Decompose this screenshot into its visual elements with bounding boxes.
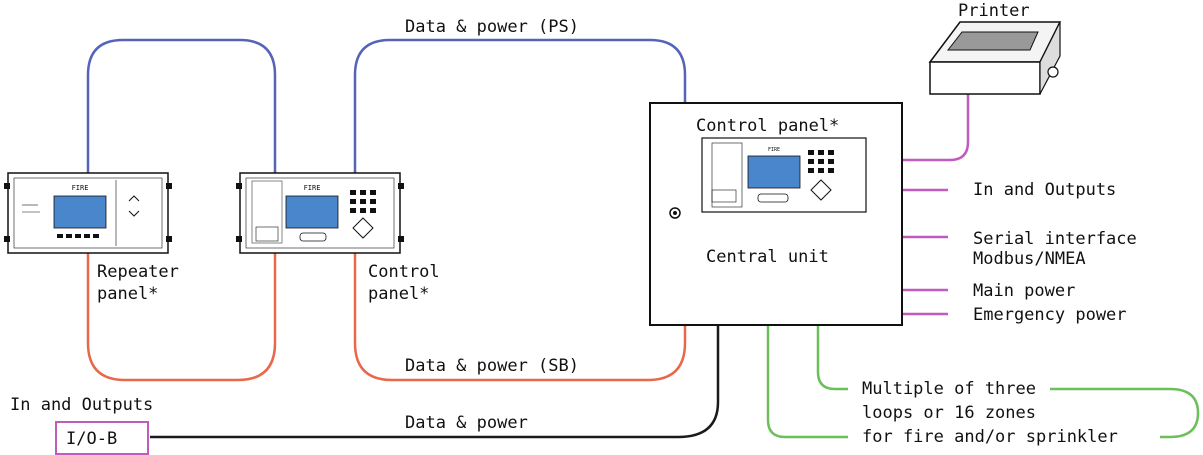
label-control-line2: panel*: [368, 284, 429, 304]
printer-icon: [928, 21, 1062, 95]
io-b-box: [55, 421, 149, 455]
ps-link-repeater: [86, 38, 277, 173]
label-in-outputs-left: In and Outputs: [10, 395, 153, 415]
loop-line-a: [766, 325, 848, 439]
label-main-power: Main power: [973, 281, 1075, 301]
label-loops-line1: Multiple of three: [862, 379, 1036, 399]
label-loops-line3: for fire and/or sprinkler: [862, 427, 1118, 447]
label-central-unit: Central unit: [706, 247, 829, 267]
label-loops-line2: loops or 16 zones: [862, 403, 1036, 423]
sb-link-central: [353, 253, 687, 382]
label-data-power: Data & power: [405, 413, 528, 433]
loop-line-b: [816, 325, 848, 391]
label-serial-line1: Serial interface: [973, 229, 1137, 249]
central-panel-device: FIRE: [701, 137, 867, 213]
label-data-power-ps: Data & power (PS): [405, 17, 579, 37]
label-repeater-line2: panel*: [97, 284, 158, 304]
loop-bracket: [1050, 387, 1200, 439]
repeater-panel-device: FIRE: [4, 172, 172, 254]
svg-text:FIRE: FIRE: [304, 184, 321, 192]
central-unit-box: [649, 102, 903, 326]
printer-line: [902, 94, 970, 162]
label-control-panel-main: Control panel*: [696, 116, 839, 136]
label-serial-line2: Modbus/NMEA: [973, 249, 1086, 269]
sb-link-repeater: [86, 253, 277, 382]
svg-text:FIRE: FIRE: [768, 147, 780, 153]
label-data-power-sb: Data & power (SB): [405, 356, 579, 376]
label-repeater-line1: Repeater: [97, 262, 179, 282]
label-printer: Printer: [958, 1, 1030, 21]
label-control-line1: Control: [368, 262, 440, 282]
label-in-outputs-right: In and Outputs: [973, 180, 1116, 200]
control-panel-device: FIRE: [236, 172, 404, 254]
ps-link-central: [353, 38, 687, 173]
svg-text:FIRE: FIRE: [72, 184, 89, 192]
label-io-b: I/O-B: [66, 429, 117, 449]
label-emergency-power: Emergency power: [973, 305, 1127, 325]
io-link: [150, 325, 720, 439]
